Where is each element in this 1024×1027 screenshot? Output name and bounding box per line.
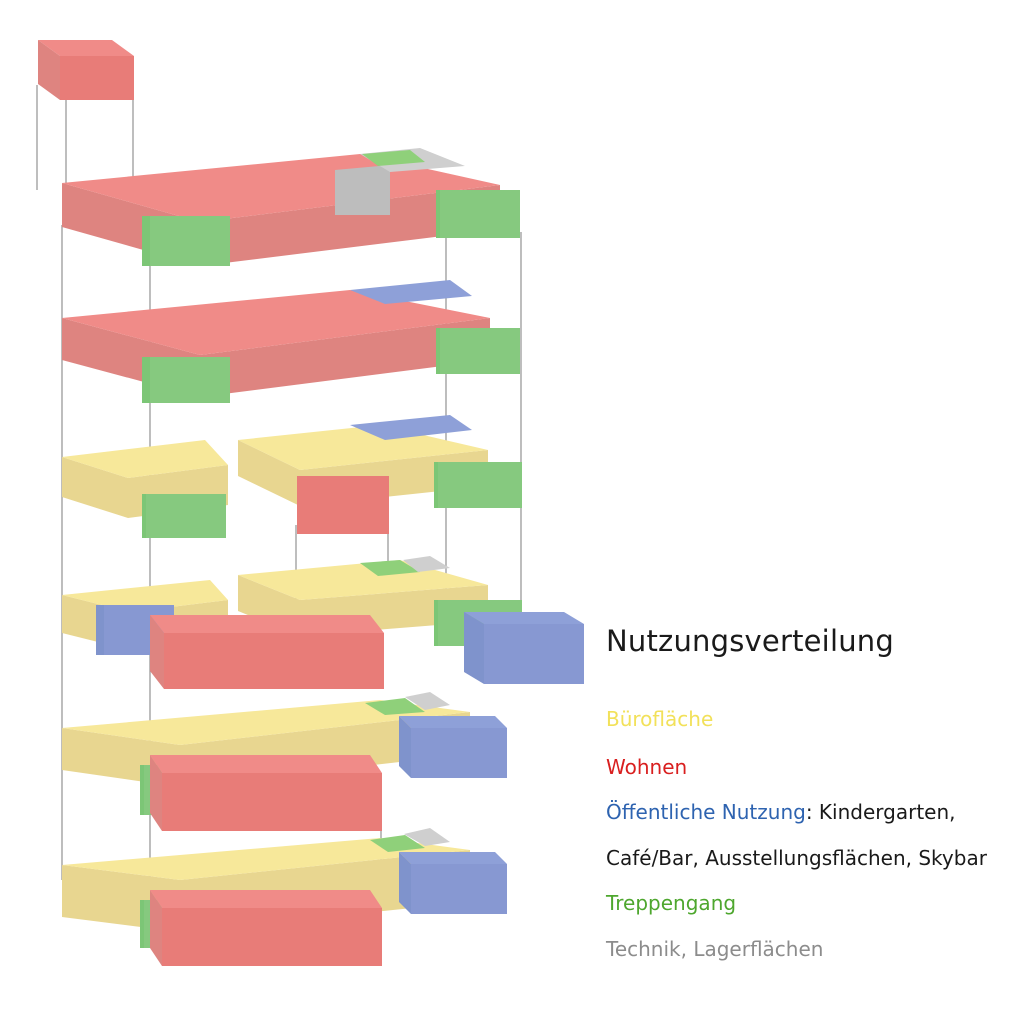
- floor2-wohnen-top: [62, 290, 490, 355]
- roof-block-side: [38, 40, 60, 100]
- floor1-technik-side: [335, 165, 390, 215]
- legend-oeffentlich-detail-2: Café/Bar, Ausstellungsflächen, Skybar: [606, 846, 987, 870]
- floor4-wohnen-top: [150, 615, 384, 633]
- floor1-treppe-top: [362, 150, 425, 166]
- floor4-wohnen-front: [164, 633, 384, 689]
- floor6-treppe-side: [140, 900, 144, 948]
- legend-item-oeffentlich: Öffentliche Nutzung: Kindergarten,: [606, 800, 956, 824]
- floor5-buero-top: [62, 700, 470, 745]
- floor3-treppe-left-front: [146, 494, 226, 538]
- floor6-oeffentlich-front: [411, 864, 507, 914]
- floor2-oeffentlich-top: [350, 280, 472, 304]
- floor6-oeffentlich-side: [399, 852, 411, 914]
- floor5-wohnen-top: [150, 755, 382, 773]
- floor5-treppe-top: [365, 698, 425, 715]
- floor3-buero-right-side: [238, 440, 300, 506]
- floor6-treppe-top: [370, 835, 425, 852]
- floor4-oeffentlich-right-front: [484, 624, 584, 684]
- floor4-oeffentlich-left-side: [96, 605, 104, 655]
- floor6-wohnen-front: [162, 908, 382, 966]
- floor5-treppe-side: [140, 765, 144, 815]
- floor2-treppe-left-side: [142, 357, 150, 403]
- floor3-wohnen-block-front: [297, 476, 389, 534]
- floor4-treppe-right-side: [434, 600, 438, 646]
- legend-item-technik: Technik, Lagerflächen: [606, 937, 824, 961]
- floor5-wohnen-side: [150, 755, 162, 831]
- legend-item-treppe: Treppengang: [606, 891, 737, 915]
- floor6-wohnen-top: [150, 890, 382, 908]
- floor1-wohnen-front: [200, 185, 500, 266]
- floor5-wohnen-front: [162, 773, 382, 831]
- legend-item-buero: Bürofläche: [606, 707, 714, 731]
- floor6-technik-top: [404, 828, 450, 846]
- floor5-oeffentlich-top: [399, 716, 507, 728]
- floor3-buero-left-side: [62, 457, 128, 518]
- floor1-treppe-right-side: [436, 190, 440, 238]
- floor3-oeffentlich-top: [350, 415, 472, 440]
- floor3-treppe-right-front: [438, 462, 522, 508]
- floor4-technik-top: [403, 556, 450, 572]
- floor5-technik-top: [405, 692, 450, 710]
- legend-oeffentlich-label: Öffentliche Nutzung: [606, 800, 806, 824]
- legend-item-wohnen: Wohnen: [606, 755, 688, 779]
- floor6-oeffentlich-top: [399, 852, 507, 864]
- floor2-treppe-left-front: [150, 357, 230, 403]
- legend-oeffentlich-detail-1: : Kindergarten,: [805, 800, 956, 824]
- roof-block-top: [38, 40, 134, 56]
- floor3-buero-left-top: [62, 440, 228, 478]
- floor4-buero-left-top: [62, 580, 228, 612]
- floor4-oeffentlich-right-top: [464, 612, 584, 624]
- floor2-wohnen-front: [200, 318, 490, 397]
- floor1-treppe-left-front: [150, 216, 230, 266]
- floor2-treppe-right-front: [440, 328, 520, 374]
- floor1-treppe-left-side: [142, 216, 150, 266]
- floor4-treppe-top: [360, 560, 420, 576]
- floor5-oeffentlich-side: [399, 716, 411, 778]
- floor5-oeffentlich-front: [411, 728, 507, 778]
- floor6-buero-top: [62, 838, 470, 880]
- floor3-treppe-left-side: [142, 494, 146, 538]
- floor4-wohnen-side: [150, 615, 164, 689]
- legend-title: Nutzungsverteilung: [606, 624, 894, 658]
- floor6-wohnen-side: [150, 890, 162, 966]
- floor2-treppe-right-side: [436, 328, 440, 374]
- floor3-buero-right-top: [238, 425, 488, 470]
- floor4-oeffentlich-right-side: [464, 612, 484, 684]
- floor1-treppe-right-front: [440, 190, 520, 238]
- floor3-treppe-right-side: [434, 462, 438, 508]
- roof-block-front: [60, 56, 134, 100]
